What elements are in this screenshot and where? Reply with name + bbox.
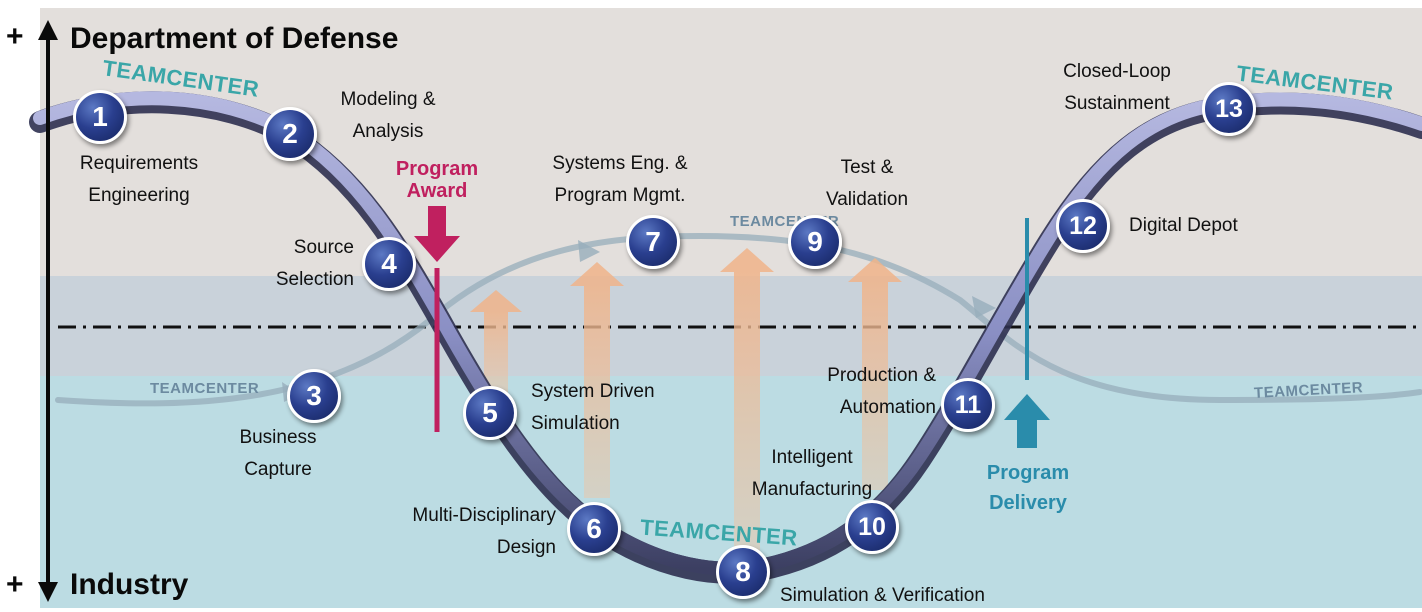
step-label-6: Multi-Disciplinary Design: [356, 500, 556, 564]
program-delivery-arrow: [1004, 394, 1050, 448]
step-node-6: 6: [567, 502, 621, 556]
step-label-line: Business: [239, 427, 317, 448]
axis-plus-bottom: +: [6, 568, 24, 601]
upward-arrow: [570, 262, 624, 498]
milestone-line: Program: [395, 158, 479, 180]
step-node-12: 12: [1056, 199, 1110, 253]
step-label-line: Test &: [840, 157, 894, 178]
step-label-line: Source: [293, 237, 354, 258]
axis-bottom-title: Industry: [70, 568, 189, 601]
step-node-13: 13: [1202, 82, 1256, 136]
step-label-line: Modeling &: [340, 89, 436, 110]
milestone-line: Award: [406, 180, 468, 202]
step-label-9: Test & Validation: [792, 152, 942, 216]
step-label-line: Analysis: [352, 121, 424, 142]
milestone-line: Program: [986, 462, 1070, 484]
upward-arrow: [848, 258, 902, 490]
step-label-line: Engineering: [88, 185, 190, 206]
step-label-line: Systems Eng. &: [552, 153, 688, 174]
step-node-2: 2: [263, 107, 317, 161]
step-node-1: 1: [73, 90, 127, 144]
step-label-13: Closed-Loop Sustainment: [1042, 56, 1192, 120]
step-label-3: Business Capture: [218, 422, 338, 486]
axis-arrow-up: [38, 20, 58, 40]
step-label-line: Production &: [827, 365, 936, 386]
step-label-12: Digital Depot: [1129, 210, 1309, 242]
step-label-line: Intelligent: [771, 447, 853, 468]
step-label-line: Requirements: [79, 153, 199, 174]
program-award-arrow: [414, 206, 460, 262]
axis-top-title: Department of Defense: [70, 22, 399, 55]
step-label-line: Selection: [275, 269, 354, 290]
step-label-5: System Driven Simulation: [531, 376, 701, 440]
upward-arrow: [720, 248, 774, 554]
step-label-2: Modeling & Analysis: [318, 84, 458, 148]
upward-arrows: [470, 248, 902, 554]
step-label-line: Simulation: [531, 413, 620, 434]
step-label-line: Digital Depot: [1129, 215, 1238, 236]
step-node-5: 5: [463, 386, 517, 440]
milestone-line: Delivery: [989, 492, 1067, 514]
step-label-line: Automation: [839, 397, 936, 418]
axis-plus-top: +: [6, 20, 24, 53]
axis-arrow-down: [38, 582, 58, 602]
step-node-11: 11: [941, 378, 995, 432]
step-label-line: Closed-Loop: [1063, 61, 1171, 82]
teamcenter-label: TEAMCENTER: [150, 380, 260, 397]
step-node-4: 4: [362, 237, 416, 291]
step-label-11: Production & Automation: [766, 360, 936, 424]
step-label-line: Program Mgmt.: [554, 185, 686, 206]
step-label-4: Source Selection: [222, 232, 354, 296]
direction-chevron: [578, 240, 600, 262]
program-award-label: Program Award: [376, 158, 498, 202]
step-node-3: 3: [287, 369, 341, 423]
step-node-9: 9: [788, 215, 842, 269]
step-node-8: 8: [716, 545, 770, 599]
step-label-line: Design: [496, 537, 556, 558]
step-label-1: Requirements Engineering: [54, 148, 224, 212]
step-label-line: Manufacturing: [751, 479, 873, 500]
step-label-line: Multi-Disciplinary: [412, 505, 556, 526]
step-node-10: 10: [845, 500, 899, 554]
step-node-7: 7: [626, 215, 680, 269]
step-label-line: System Driven: [531, 381, 655, 402]
step-label-7: Systems Eng. & Program Mgmt.: [520, 148, 720, 212]
direction-chevron: [972, 296, 996, 318]
step-label-line: Sustainment: [1064, 93, 1170, 114]
step-label-line: Simulation & Verification: [780, 585, 985, 606]
step-label-line: Validation: [825, 189, 909, 210]
step-label-8: Simulation & Verification: [780, 580, 1080, 612]
program-delivery-label: Program Delivery: [966, 458, 1090, 518]
step-label-10: Intelligent Manufacturing: [722, 442, 902, 506]
step-label-line: Capture: [244, 459, 312, 480]
